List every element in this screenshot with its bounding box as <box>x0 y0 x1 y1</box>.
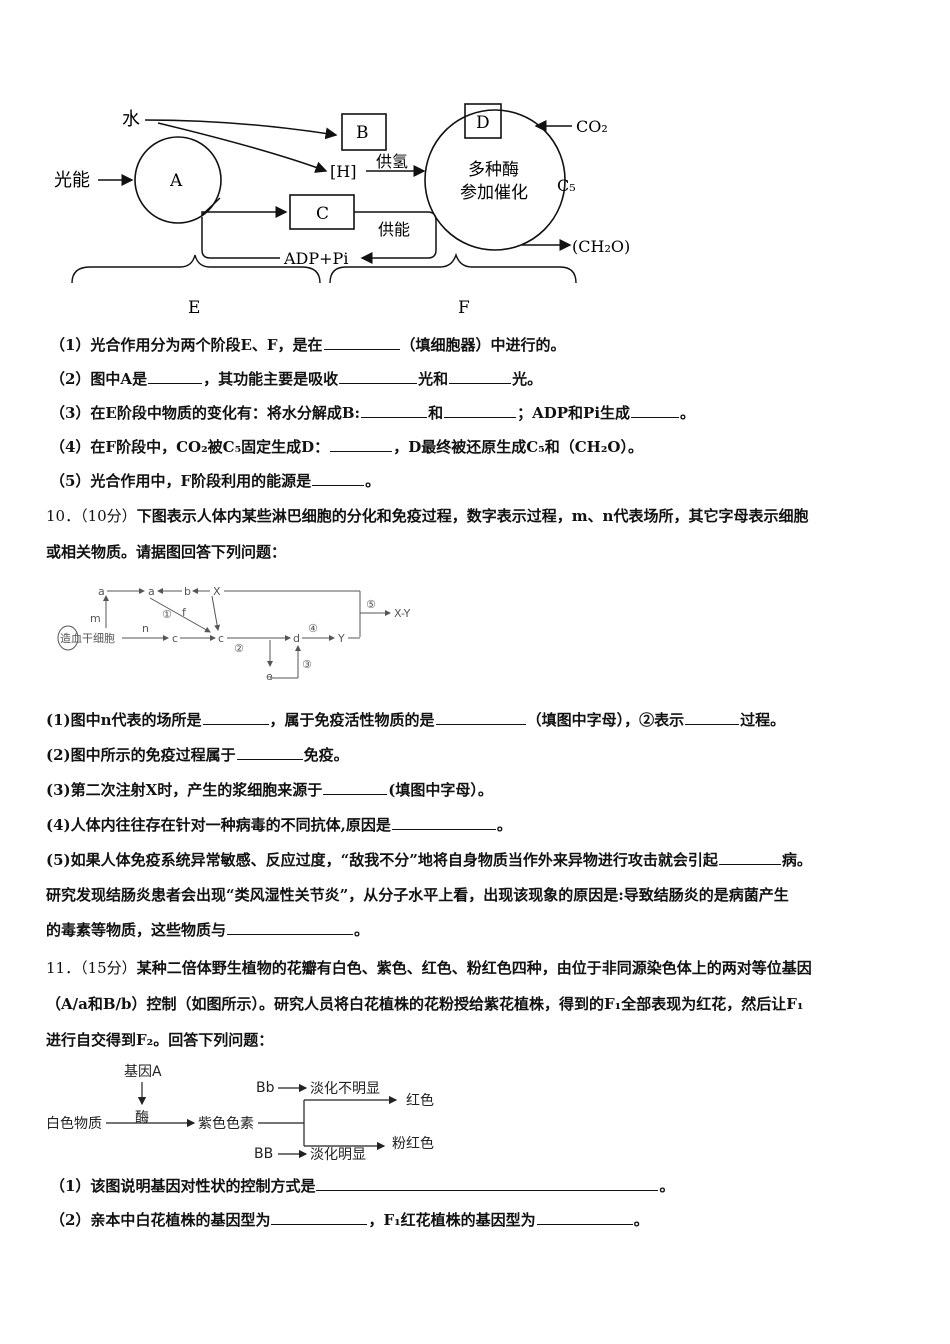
water-to-b-arrow <box>144 119 338 140</box>
ch2o-label: (CH₂O) <box>572 237 630 256</box>
q10-line3: (3)第二次注射X时，产生的浆细胞来源于(填图中字母）。 <box>46 780 493 799</box>
answer-blank[interactable] <box>202 710 269 725</box>
node-n: n <box>142 622 149 635</box>
q11-line2: （2）亲本中白花植株的基因型为，F₁红花植株的基因型为。 <box>50 1210 649 1229</box>
answer-blank[interactable] <box>316 1176 659 1191</box>
d-label: D <box>476 113 490 133</box>
q11-intro-line3: 进行自交得到F₂。回答下列问题： <box>46 1031 274 1049</box>
q9-line5: （5）光合作用中，F阶段利用的能源是。 <box>50 471 381 490</box>
immune-diagram: a a b X ⑤ X-Y m ① f 造血干细胞 n c c ② d ④ Y … <box>57 585 411 683</box>
q10-line6: 研究发现结肠炎患者会出现“类风湿性关节炎”，从分子水平上看，出现该现象的原因是:… <box>46 886 789 904</box>
h-label: [H] <box>330 162 356 181</box>
supply-h-label: 供氢 <box>376 152 408 171</box>
node-e: e <box>266 670 273 683</box>
white-substance: 白色物质 <box>46 1115 102 1132</box>
node-c1: c <box>172 632 178 645</box>
node-f: f <box>182 606 187 619</box>
water-to-h-arrow <box>157 122 328 173</box>
q11-intro-line2: （A/a和B/b）控制（如图所示）。研究人员将白花植株的花粉授给紫花植株，得到的… <box>46 995 804 1013</box>
a-label: A <box>169 171 183 191</box>
q10-line5: (5)如果人体免疫系统异常敏感、反应过度，“敌我不分”地将自身物质当作外来异物进… <box>46 850 812 869</box>
step-1: ① <box>162 608 172 621</box>
enzyme-line2: 参加催化 <box>460 183 528 203</box>
answer-blank[interactable] <box>718 850 781 865</box>
co2-label: CO₂ <box>576 117 608 136</box>
q10-line1: (1)图中n代表的场所是，属于免疫活性物质的是（填图中字母），②表示过程。 <box>46 710 786 729</box>
node-xy: X-Y <box>394 607 411 620</box>
answer-blank[interactable] <box>236 745 303 760</box>
answer-blank[interactable] <box>271 1210 368 1225</box>
node-a1: a <box>98 585 105 598</box>
box-b <box>341 113 387 151</box>
q9-line3: （3）在E阶段中物质的变化有：将水分解成B:和；ADP和Pi生成。 <box>50 403 696 422</box>
answer-blank[interactable] <box>227 920 354 935</box>
thylakoid-circle-a <box>134 136 222 224</box>
answer-blank[interactable] <box>449 369 512 384</box>
step-2: ② <box>234 642 244 655</box>
answer-blank[interactable] <box>435 710 526 725</box>
q9-line2: （2）图中A是，其功能主要是吸收光和光。 <box>50 369 543 388</box>
fade-weak: 淡化不明显 <box>310 1081 380 1097</box>
enzyme-label: 酶 <box>135 1110 149 1126</box>
photosynthesis-diagram: 水 光能 A B [H] 供氢 C 供能 ADP+Pi D CO₂ 多种酶 参加… <box>54 103 630 318</box>
purple-pigment: 紫色色素 <box>198 1115 254 1132</box>
node-a2: a <box>148 585 155 598</box>
q11-line1: （1）该图说明基因对性状的控制方式是。 <box>50 1176 675 1195</box>
q9-line1: （1）光合作用分为两个阶段E、F，是在（填细胞器）中进行的。 <box>50 335 566 354</box>
c-supply-loop <box>354 211 437 264</box>
a-to-c-arrow <box>201 197 288 218</box>
adp-label: ADP+Pi <box>283 249 348 268</box>
q10-intro-line2: 或相关物质。请据图回答下列问题： <box>46 543 287 561</box>
bb-label-2: BB <box>254 1146 273 1162</box>
q10-line2: (2)图中所示的免疫过程属于免疫。 <box>46 745 349 764</box>
bb-label-1: Bb <box>256 1080 275 1096</box>
answer-blank[interactable] <box>631 403 680 418</box>
q10-intro-line1: 10．（10分）下图表示人体内某些淋巴细胞的分化和免疫过程，数字表示过程，m、n… <box>46 507 809 525</box>
supply-e-label: 供能 <box>378 220 410 239</box>
brace-e <box>71 254 321 284</box>
answer-blank[interactable] <box>330 437 393 452</box>
fade-strong: 淡化明显 <box>310 1147 366 1163</box>
box-d <box>464 103 502 139</box>
step-4: ④ <box>308 622 318 635</box>
q11-intro-line1: 11．（15分）某种二倍体野生植物的花瓣有白色、紫色、红色、粉红色四种，由位于非… <box>46 959 812 977</box>
pink-label: 粉红色 <box>392 1135 434 1152</box>
enzyme-line1: 多种酶 <box>468 160 519 180</box>
node-d: d <box>293 632 300 645</box>
water-label: 水 <box>122 109 140 130</box>
adp-return-line <box>201 217 280 259</box>
answer-blank[interactable] <box>685 710 740 725</box>
node-b: b <box>184 585 191 598</box>
stroma-circle <box>424 109 566 251</box>
node-c2: c <box>218 632 224 645</box>
light-label: 光能 <box>54 170 90 191</box>
c-label: C <box>316 204 329 224</box>
node-y: Y <box>337 632 345 645</box>
answer-blank[interactable] <box>148 369 203 384</box>
gene-a-label: 基因A <box>124 1063 162 1080</box>
answer-blank[interactable] <box>323 335 400 350</box>
c5-label: C₅ <box>557 176 576 195</box>
q9-line4: （4）在F阶段中，CO₂被C₅固定生成D：，D最终被还原生成C₅和（CH₂O）。 <box>50 437 643 456</box>
answer-blank[interactable] <box>339 369 418 384</box>
q10-line7: 的毒素等物质，这些物质与。 <box>46 920 370 939</box>
node-x: X <box>213 585 221 598</box>
answer-blank[interactable] <box>391 815 496 830</box>
answer-blank[interactable] <box>361 403 428 418</box>
flower-color-diagram: 基因A 酶 白色物质 紫色色素 Bb 淡化不明显 红色 BB 淡化明显 粉红色 <box>46 1063 434 1163</box>
b-label: B <box>356 123 369 143</box>
answer-blank[interactable] <box>444 403 517 418</box>
f-label: F <box>458 298 470 318</box>
red-label: 红色 <box>406 1092 434 1109</box>
q10-line4: (4)人体内往往存在针对一种病毒的不同抗体,原因是。 <box>46 815 512 834</box>
answer-blank[interactable] <box>536 1210 633 1225</box>
brace-f <box>329 252 577 284</box>
step-3: ③ <box>302 658 312 671</box>
answer-blank[interactable] <box>323 780 388 795</box>
e-label: E <box>188 298 200 318</box>
step-5: ⑤ <box>366 598 376 611</box>
stem-cell-label: 造血干细胞 <box>60 631 115 645</box>
answer-blank[interactable] <box>312 471 365 486</box>
node-m: m <box>90 612 101 625</box>
